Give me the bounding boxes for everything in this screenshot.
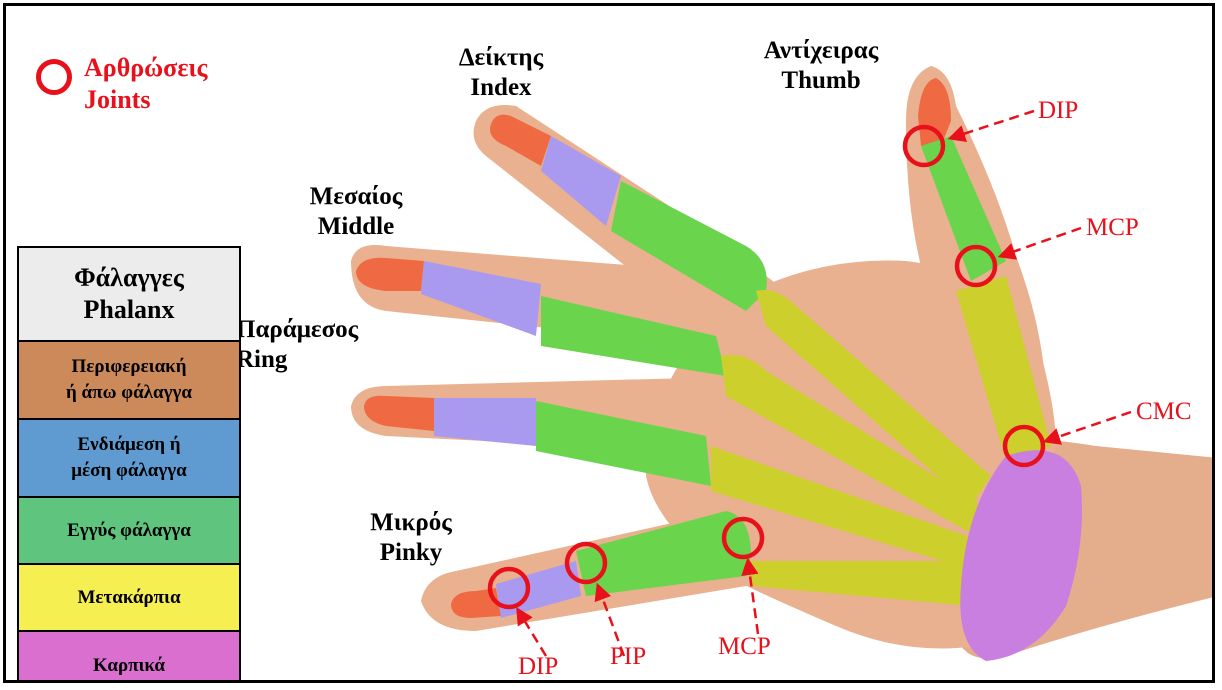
thumb-finger-label: Αντίχειρας Thumb	[736, 36, 906, 96]
legend-title-en: Phalanx	[83, 294, 174, 326]
pinky-finger-label: Μικρός Pinky	[351, 508, 471, 568]
legend-distal-line1: Περιφερειακή	[71, 354, 186, 380]
joint-key-label-el: Αρθρώσεις	[84, 52, 207, 84]
thumb-label-el: Αντίχειρας	[736, 36, 906, 66]
ring-label-el: Παράμεσος	[236, 315, 396, 345]
legend-proximal-label: Εγγύς φάλαγγα	[67, 518, 191, 544]
index-finger-label: Δείκτης Index	[426, 43, 576, 103]
legend-carpal-label: Καρπικά	[93, 653, 165, 679]
legend-middle-line2: μέση φάλαγγα	[71, 458, 187, 484]
middle-distal	[356, 258, 424, 291]
pinky-label-el: Μικρός	[351, 508, 471, 538]
thumb-label-en: Thumb	[736, 66, 906, 96]
ring-label-en: Ring	[236, 345, 396, 375]
legend-metacarpal-label: Μετακάρπια	[77, 585, 180, 611]
index-label-el: Δείκτης	[426, 43, 576, 73]
thumb-dip-label: DIP	[1038, 97, 1078, 125]
pinky-pip-label: PIP	[610, 643, 646, 671]
middle-label-en: Middle	[281, 212, 431, 242]
legend-header: Φάλαγγες Phalanx	[19, 248, 239, 342]
pinky-dip-label: DIP	[518, 653, 558, 681]
phalanx-legend: Φάλαγγες Phalanx Περιφερειακή ή άπω φάλα…	[17, 246, 241, 683]
legend-row-metacarpal: Μετακάρπια	[19, 565, 239, 632]
figure-frame: Αρθρώσεις Joints Δείκτης Index Αντίχειρα…	[3, 3, 1215, 683]
index-label-en: Index	[426, 73, 576, 103]
legend-row-middle: Ενδιάμεση ή μέση φάλαγγα	[19, 420, 239, 498]
legend-middle-line1: Ενδιάμεση ή	[77, 432, 180, 458]
legend-distal-line2: ή άπω φάλαγγα	[66, 380, 192, 406]
middle-finger-label: Μεσαίος Middle	[281, 182, 431, 242]
legend-row-carpal: Καρπικά	[19, 632, 239, 683]
thumb-cmc-label: CMC	[1136, 398, 1192, 426]
thumb-mcp-label: MCP	[1086, 214, 1139, 242]
arrow-thumb-mcp	[1001, 228, 1081, 256]
ring-finger-label: Παράμεσος Ring	[236, 315, 396, 375]
legend-row-proximal: Εγγύς φάλαγγα	[19, 498, 239, 565]
legend-row-distal: Περιφερειακή ή άπω φάλαγγα	[19, 342, 239, 420]
pinky-mcp-label: MCP	[718, 633, 771, 661]
legend-title-el: Φάλαγγες	[74, 262, 184, 294]
arrow-thumb-cmc	[1046, 412, 1131, 441]
joint-key-label: Αρθρώσεις Joints	[84, 52, 207, 116]
joint-key-label-en: Joints	[84, 84, 207, 116]
joint-key-circle-icon	[36, 59, 72, 95]
pinky-label-en: Pinky	[351, 538, 471, 568]
middle-label-el: Μεσαίος	[281, 182, 431, 212]
